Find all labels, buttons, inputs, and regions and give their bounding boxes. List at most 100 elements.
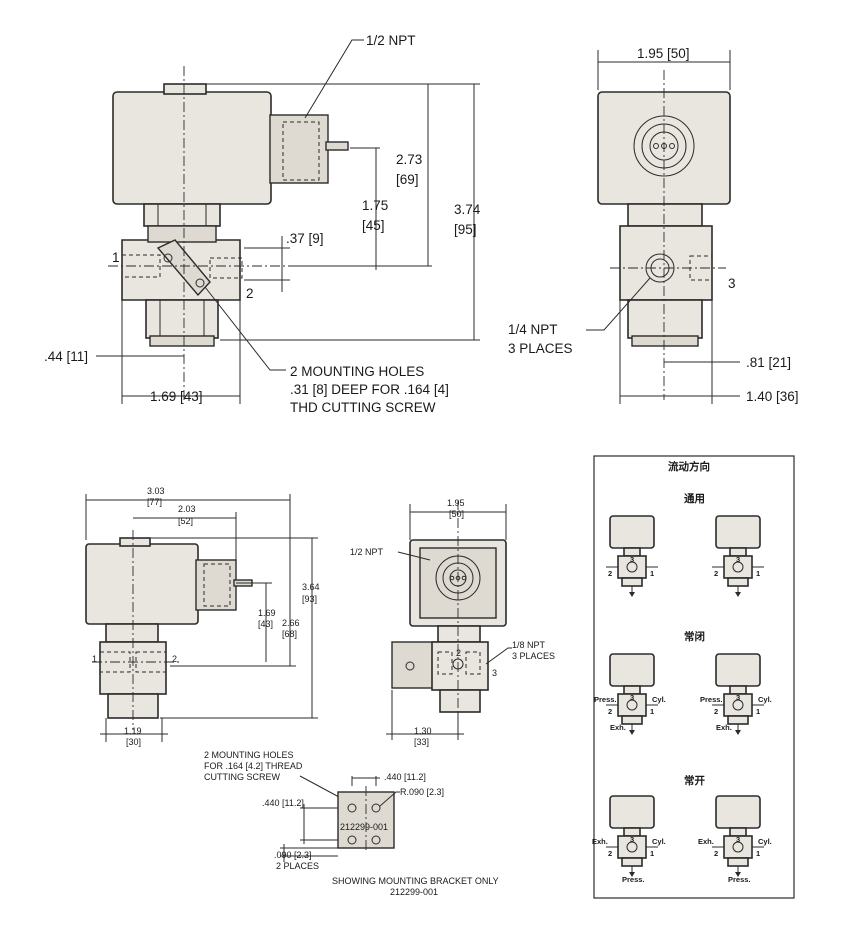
- flow-n2-3: 2: [714, 707, 718, 716]
- dim-50-sm: [50]: [449, 509, 464, 519]
- bracket-dim-440a: .440 [11.2]: [384, 772, 426, 782]
- npt-eighth-places: 3 PLACES: [512, 651, 555, 661]
- dim-195-sm: 1.95: [447, 498, 465, 508]
- dim-side-195: 1.95 [50]: [637, 46, 690, 61]
- mount-line-1: 2 MOUNTING HOLES: [290, 364, 424, 379]
- dim-52: [52]: [178, 516, 193, 526]
- dim-81: .81 [21]: [746, 355, 791, 370]
- flow-arrow-1: [735, 592, 741, 597]
- dim-203: 2.03: [178, 504, 196, 514]
- dim-140: 1.40 [36]: [746, 389, 799, 404]
- side-valve-body: [619, 225, 713, 301]
- flow-n2-1: 2: [714, 569, 718, 578]
- flow-cyl-5: Cyl.: [758, 837, 772, 846]
- flow-exh-2: Exh.: [610, 723, 626, 732]
- front-view-bottom: 3.03 [77] 2.03 [52] 3.64 [93] 2.66 [68] …: [85, 486, 320, 747]
- flow-press-4: Press.: [622, 875, 645, 884]
- port-1-sm: 1: [92, 654, 97, 664]
- flow-cyl-4: Cyl.: [652, 837, 666, 846]
- npt-eighth: 1/8 NPT: [512, 640, 546, 650]
- coil-cap: [163, 83, 207, 95]
- flow-exh-3: Exh.: [716, 723, 732, 732]
- dim-130: 1.30: [414, 726, 432, 736]
- dim-69: [69]: [396, 172, 419, 187]
- flow-n3-3: 3: [736, 693, 740, 702]
- flow-arrow-5: [735, 872, 741, 877]
- bottom-nut: [145, 299, 219, 339]
- valve-body-side-sm: [431, 641, 489, 691]
- mount-line-3: THD CUTTING SCREW: [290, 400, 436, 415]
- mount-hole-2: [195, 278, 205, 288]
- flow-n2-2: 2: [608, 707, 612, 716]
- side-view-top: 1.95 [50] 3 1/4 NPT 3 PLACES .81 [21] 1.…: [508, 46, 799, 404]
- dim-169-sm: 1.69: [258, 608, 276, 618]
- flow-coil-0: [609, 515, 655, 549]
- flow-press-2: Press.: [594, 695, 617, 704]
- mount-line-2: .31 [8] DEEP FOR .164 [4]: [290, 382, 449, 397]
- connector-pin: [325, 141, 349, 151]
- flow-n1-4: 1: [650, 849, 654, 858]
- connector-hidden: [282, 121, 320, 181]
- dim-43-sm: [43]: [258, 619, 273, 629]
- panel-title: 流动方向: [668, 460, 710, 473]
- flow-n1-2: 1: [650, 707, 654, 716]
- bracket-title-1: 2 MOUNTING HOLES: [204, 750, 294, 760]
- dim-3-74: 3.74: [454, 202, 481, 217]
- bracket-title-3: CUTTING SCREW: [204, 772, 281, 782]
- panel-border: [593, 455, 795, 899]
- flow-arrow-4: [629, 872, 635, 877]
- dim-77: [77]: [147, 497, 162, 507]
- flow-cyl-2: Cyl.: [652, 695, 666, 704]
- flow-n1-3: 1: [756, 707, 760, 716]
- flow-coil-4: [609, 795, 655, 829]
- flow-n3-2: 3: [630, 693, 634, 702]
- flow-n3-0: 3: [630, 555, 634, 564]
- flow-coil-2: [609, 653, 655, 687]
- bottom-cap: [149, 335, 215, 347]
- bracket-caption-2: 212299-001: [390, 887, 438, 897]
- dim-44: .44 [11]: [44, 349, 88, 364]
- bracket-caption-1: SHOWING MOUNTING BRACKET ONLY: [332, 876, 499, 886]
- label-nc: 常闭: [684, 630, 705, 643]
- flow-n1-0: 1: [650, 569, 654, 578]
- side-view-bottom: 1.95 [50] 1/2 NPT 1/8 NPT 3 PLACES 2 3 1…: [350, 498, 555, 747]
- flow-coil-5: [715, 795, 761, 829]
- flow-exh-4: Exh.: [592, 837, 608, 846]
- bracket-dim-440b: .440 [11.2]: [262, 798, 304, 808]
- flow-arrow-0: [629, 592, 635, 597]
- flow-n3-1: 3: [736, 555, 740, 564]
- dim-1-69: 1.69 [43]: [150, 389, 203, 404]
- leader-mount: [204, 286, 286, 371]
- flow-press-5: Press.: [728, 875, 751, 884]
- dim-95: [95]: [454, 222, 477, 237]
- flow-exh-5: Exh.: [698, 837, 714, 846]
- leader-npt: [304, 39, 364, 119]
- npt-half-sm: 1/2 NPT: [350, 547, 384, 557]
- dim-68: [68]: [282, 629, 297, 639]
- coil-housing-sm: [85, 543, 199, 625]
- dim-2-73: 2.73: [396, 152, 422, 167]
- bracket-places: 2 PLACES: [276, 861, 319, 871]
- flow-direction-panel: 流动方向 通用 常闭 常开: [593, 455, 795, 899]
- bracket-radius: R.090 [2.3]: [400, 787, 444, 797]
- flow-cyl-3: Cyl.: [758, 695, 772, 704]
- mount-hole-1: [163, 253, 173, 263]
- connector-box: [269, 114, 329, 184]
- port-3: 3: [728, 276, 736, 291]
- flow-n2-4: 2: [608, 849, 612, 858]
- bracket-title-2: FOR .164 [4.2] THREAD: [204, 761, 303, 771]
- valve-body-sm: [99, 641, 167, 695]
- port2-hidden: [209, 257, 243, 279]
- flow-arrow-2: [629, 730, 635, 735]
- dim-266: 2.66: [282, 618, 300, 628]
- bracket-part: 212299-001: [340, 822, 388, 832]
- front-view-top: 1/2 NPT 2.73 [69] 3.74 [95] 1.75 [45] .3…: [44, 33, 481, 415]
- flow-n1-5: 1: [756, 849, 760, 858]
- label-universal: 通用: [684, 493, 705, 505]
- dim-33: [33]: [414, 737, 429, 747]
- port-2-sm: 2: [172, 654, 177, 664]
- label-npt-half: 1/2 NPT: [366, 33, 416, 48]
- port-2-side: 2: [456, 648, 461, 658]
